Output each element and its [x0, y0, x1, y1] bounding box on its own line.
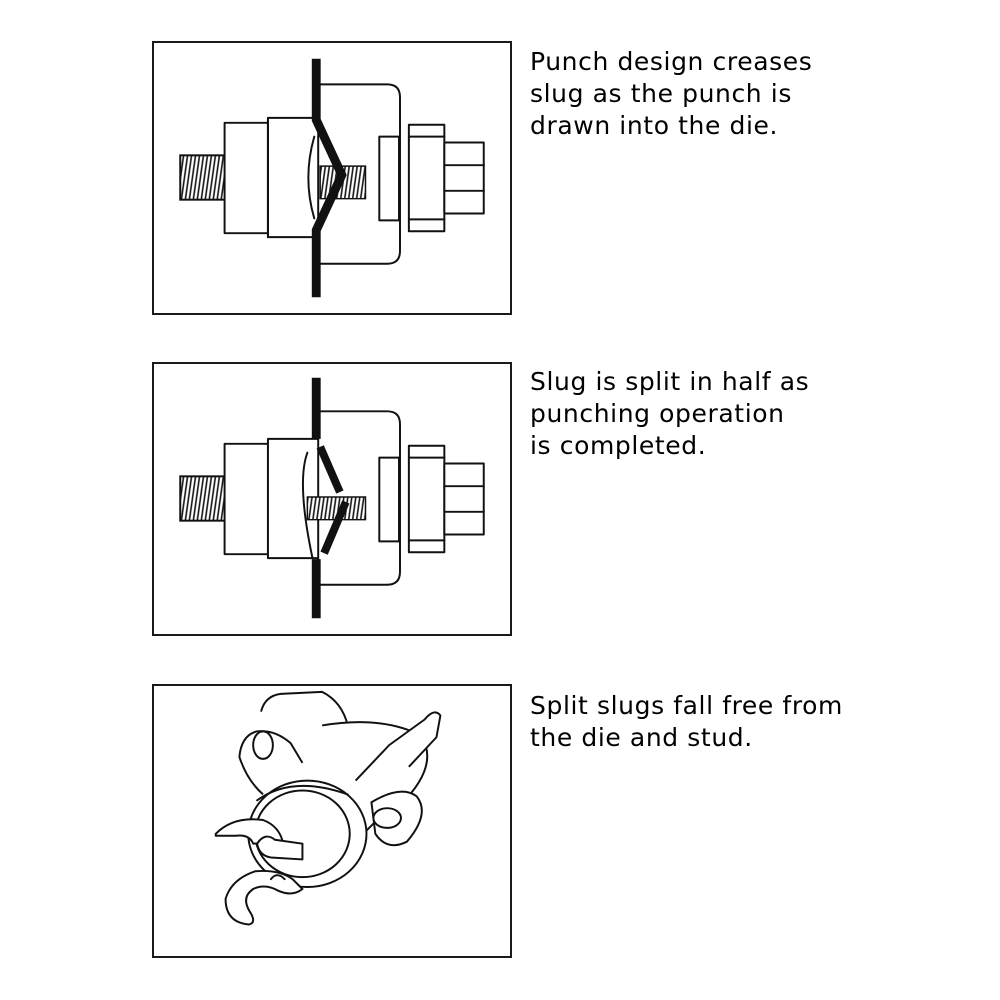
- slugs-falling-from-die-diagram: [214, 690, 442, 926]
- stud-thread: [179, 154, 227, 201]
- die-body: [223, 442, 269, 556]
- step-1-caption-line-2: slug as the punch is: [530, 79, 792, 108]
- step-2-caption-line-2: punching operation: [530, 399, 785, 428]
- step-3-caption: Split slugs fall free from the die and s…: [530, 690, 890, 754]
- step-1-caption-line-1: Punch design creases: [530, 47, 813, 76]
- step-1-illustration: [152, 41, 512, 315]
- sheet-metal: [311, 58, 347, 298]
- split-slug-lower: [320, 500, 350, 555]
- step-1-caption: Punch design creases slug as the punch i…: [530, 46, 890, 142]
- step-3-caption-line-2: the die and stud.: [530, 723, 753, 752]
- index-finger: [354, 711, 442, 782]
- step-3-illustration: [152, 684, 512, 958]
- hex-head: [443, 141, 485, 215]
- drive-nut: [407, 444, 446, 554]
- punch-creasing-slug-diagram: [179, 58, 485, 298]
- step-2-caption-line-1: Slug is split in half as: [530, 367, 810, 396]
- die-body: [223, 121, 269, 235]
- slug-split-diagram: [179, 377, 485, 619]
- hex-head: [443, 462, 485, 536]
- drive-nut: [407, 123, 446, 233]
- slug-lower-half: [224, 869, 304, 926]
- step-2-caption-line-3: is completed.: [530, 431, 707, 460]
- step-3-caption-line-1: Split slugs fall free from: [530, 691, 844, 720]
- step-2-illustration: [152, 362, 512, 636]
- stud-thread: [179, 475, 227, 522]
- step-2-caption: Slug is split in half as punching operat…: [530, 366, 890, 462]
- split-slug-upper: [316, 445, 344, 494]
- step-1-caption-line-3: drawn into the die.: [530, 111, 779, 140]
